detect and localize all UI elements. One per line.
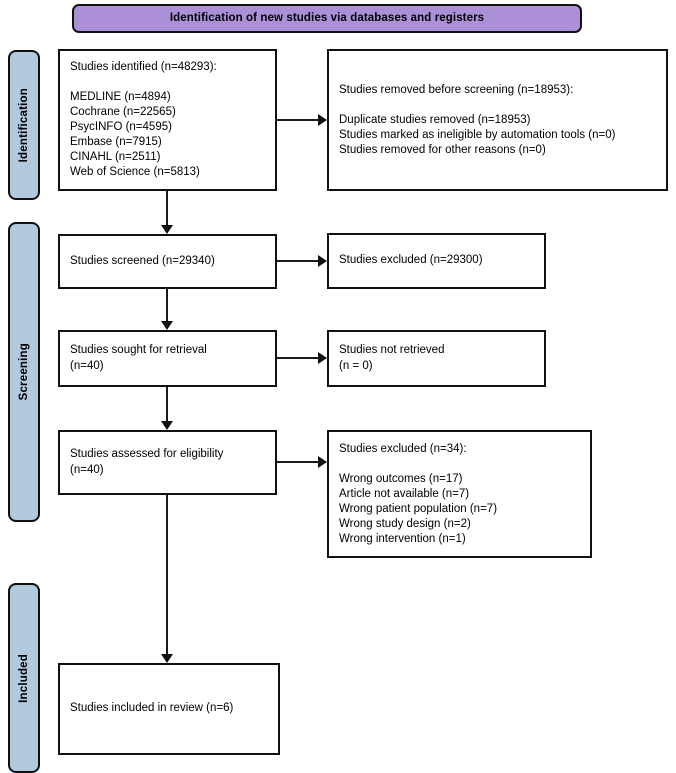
box-studies-not-retrieved-text: Studies not retrieved (n = 0) bbox=[339, 344, 445, 372]
box-studies-identified-text: Studies identified (n=48293): MEDLINE (n… bbox=[70, 61, 217, 178]
stage-tab-identification-label: Identification bbox=[18, 87, 30, 163]
stage-tab-identification: Identification bbox=[8, 50, 40, 200]
box-studies-removed-before-screening: Studies removed before screening (n=1895… bbox=[327, 49, 668, 191]
box-studies-identified: Studies identified (n=48293): MEDLINE (n… bbox=[58, 49, 277, 191]
arrowhead-eligibility-to-included bbox=[161, 654, 173, 663]
box-studies-excluded-eligibility: Studies excluded (n=34): Wrong outcomes … bbox=[327, 430, 592, 558]
arrowhead-screened-to-sought bbox=[161, 321, 173, 330]
connector-screened-to-excluded bbox=[277, 260, 318, 262]
connector-eligibility-to-included bbox=[166, 495, 168, 654]
box-studies-sought-for-retrieval-text: Studies sought for retrieval (n=40) bbox=[70, 344, 207, 372]
arrowhead-identified-to-screened bbox=[161, 225, 173, 234]
box-studies-assessed-for-eligibility-text: Studies assessed for eligibility (n=40) bbox=[70, 448, 224, 476]
box-studies-excluded-screening: Studies excluded (n=29300) bbox=[327, 233, 546, 289]
connector-sought-to-eligibility bbox=[166, 387, 168, 421]
box-studies-screened-text: Studies screened (n=29340) bbox=[70, 254, 215, 267]
stage-tab-screening: Screening bbox=[8, 222, 40, 522]
arrowhead-sought-to-eligibility bbox=[161, 421, 173, 430]
arrowhead-eligibility-to-excluded bbox=[318, 456, 327, 468]
box-studies-excluded-eligibility-text: Studies excluded (n=34): Wrong outcomes … bbox=[339, 442, 498, 545]
box-studies-screened: Studies screened (n=29340) bbox=[58, 234, 277, 289]
box-studies-sought-for-retrieval: Studies sought for retrieval (n=40) bbox=[58, 330, 277, 387]
stage-tab-included: Included bbox=[8, 583, 40, 773]
diagram-title: Identification of new studies via databa… bbox=[169, 11, 485, 24]
box-studies-removed-before-screening-text: Studies removed before screening (n=1895… bbox=[339, 83, 616, 156]
box-studies-included-in-review: Studies included in review (n=6) bbox=[58, 663, 280, 755]
diagram-header-banner: Identification of new studies via databa… bbox=[72, 4, 582, 33]
stage-tab-included-label: Included bbox=[18, 653, 30, 703]
arrowhead-screened-to-excluded bbox=[318, 255, 327, 267]
box-studies-excluded-screening-text: Studies excluded (n=29300) bbox=[339, 254, 483, 267]
connector-identified-to-removed bbox=[277, 119, 318, 121]
box-studies-included-in-review-text: Studies included in review (n=6) bbox=[70, 702, 234, 715]
box-studies-assessed-for-eligibility: Studies assessed for eligibility (n=40) bbox=[58, 430, 277, 495]
connector-screened-to-sought bbox=[166, 289, 168, 321]
arrowhead-sought-to-not-retrieved bbox=[318, 352, 327, 364]
connector-identified-to-screened bbox=[166, 191, 168, 225]
box-studies-not-retrieved: Studies not retrieved (n = 0) bbox=[327, 330, 546, 387]
arrowhead-identified-to-removed bbox=[318, 114, 327, 126]
stage-tab-screening-label: Screening bbox=[18, 343, 30, 401]
connector-eligibility-to-excluded bbox=[277, 461, 318, 463]
connector-sought-to-not-retrieved bbox=[277, 357, 318, 359]
